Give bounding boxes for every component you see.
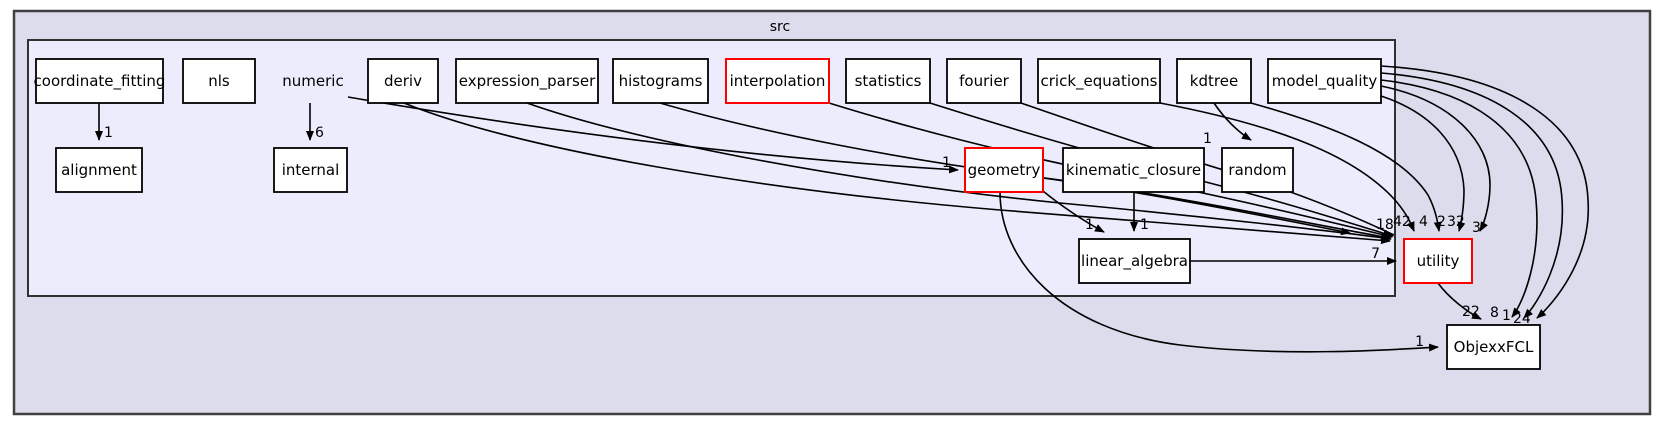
node-label-alignment: alignment bbox=[61, 161, 137, 179]
node-deriv[interactable]: deriv bbox=[367, 58, 439, 104]
edge-label-utility-ObjexxFCL: 22 bbox=[1462, 304, 1480, 320]
edge-label-kinematic_closure-linear_algebra: 1 bbox=[1140, 217, 1149, 233]
edge-label-geometry-utility: 18 bbox=[1376, 217, 1394, 233]
edge-crick_equations-utility bbox=[1159, 102, 1415, 232]
node-label-internal: internal bbox=[282, 161, 340, 179]
edge-expression_parser-utility bbox=[526, 102, 1392, 242]
edge-kdtree-random bbox=[1213, 102, 1252, 141]
node-histograms[interactable]: histograms bbox=[612, 58, 709, 104]
edge-label-model_quality-ObjexxFCL: 8 bbox=[1490, 305, 1499, 321]
edge-utility-ObjexxFCL bbox=[1437, 282, 1482, 320]
edge-label-kdtree-ObjexxFCL: 1 bbox=[1502, 308, 1511, 324]
edge-label-crick_equations-ObjexxFCL: 24 bbox=[1513, 311, 1531, 327]
node-label-interpolation: interpolation bbox=[730, 72, 826, 90]
node-internal[interactable]: internal bbox=[273, 147, 348, 193]
node-coordinate_fitting[interactable]: coordinate_fitting bbox=[34, 58, 166, 104]
edge-label-numeric-internal: 6 bbox=[315, 125, 324, 141]
edge-model_quality-utility bbox=[1380, 95, 1466, 232]
node-crick_equations[interactable]: crick_equations bbox=[1037, 58, 1161, 104]
node-label-random: random bbox=[1228, 161, 1286, 179]
edge-deriv-utility bbox=[403, 102, 1391, 245]
node-model_quality[interactable]: model_quality bbox=[1267, 58, 1382, 104]
node-utility[interactable]: utility bbox=[1403, 238, 1473, 284]
edge-label-kdtree-random: 1 bbox=[1203, 131, 1212, 147]
edge-label-histograms-utility: 2 bbox=[1437, 214, 1446, 230]
edge-layer bbox=[95, 65, 1589, 353]
node-label-crick_equations: crick_equations bbox=[1040, 72, 1157, 91]
node-nls[interactable]: nls bbox=[182, 58, 256, 104]
node-label-histograms: histograms bbox=[619, 72, 703, 90]
edge-label-geometry-linear_algebra: 1 bbox=[1085, 217, 1094, 233]
node-label-kdtree: kdtree bbox=[1190, 72, 1238, 90]
node-label-nls: nls bbox=[208, 72, 230, 90]
node-kinematic_closure[interactable]: kinematic_closure bbox=[1062, 147, 1205, 193]
edge-model_quality-ObjexxFCL bbox=[1380, 79, 1538, 318]
edge-label-linear_algebra-utility: 7 bbox=[1371, 246, 1380, 262]
edge-label-geometry-ObjexxFCL: 1 bbox=[1415, 334, 1424, 350]
node-alignment[interactable]: alignment bbox=[55, 147, 143, 193]
node-statistics[interactable]: statistics bbox=[845, 58, 931, 104]
node-label-numeric: numeric bbox=[282, 72, 343, 90]
node-random[interactable]: random bbox=[1221, 147, 1294, 193]
edge-numeric-geometry bbox=[347, 96, 959, 174]
node-geometry[interactable]: geometry bbox=[964, 147, 1044, 193]
edge-label-coordinate_fitting-alignment: 1 bbox=[104, 125, 113, 141]
edge-label-deriv-utility: 42 bbox=[1393, 214, 1411, 230]
edge-geometry-linear_algebra bbox=[1042, 190, 1105, 233]
node-label-utility: utility bbox=[1417, 252, 1460, 270]
node-kdtree[interactable]: kdtree bbox=[1176, 58, 1252, 104]
node-label-statistics: statistics bbox=[855, 72, 922, 90]
edge-geometry-ObjexxFCL bbox=[999, 191, 1439, 353]
edge-kdtree-ObjexxFCL bbox=[1380, 72, 1564, 319]
node-numeric[interactable]: numeric bbox=[282, 72, 343, 90]
node-label-deriv: deriv bbox=[384, 72, 422, 90]
edge-crick_equations-ObjexxFCL bbox=[1380, 65, 1589, 319]
node-label-model_quality: model_quality bbox=[1272, 72, 1378, 91]
edge-model_quality-utility-2 bbox=[1380, 85, 1491, 232]
edge-label-layer: 1 6 1 1 1 1 7 18 42 4 2 32 3 22 8 1 24 1 bbox=[104, 125, 1531, 350]
node-label-geometry: geometry bbox=[968, 161, 1041, 179]
edge-kdtree-utility bbox=[1250, 102, 1442, 232]
node-label-expression_parser: expression_parser bbox=[459, 72, 596, 91]
node-ObjexxFCL[interactable]: ObjexxFCL bbox=[1446, 324, 1541, 370]
edge-label-expression_parser-utility: 4 bbox=[1419, 214, 1428, 230]
node-linear_algebra[interactable]: linear_algebra bbox=[1078, 238, 1191, 284]
node-expression_parser[interactable]: expression_parser bbox=[455, 58, 599, 104]
edge-label-numeric-geometry: 1 bbox=[942, 155, 951, 171]
cluster-title-src: src bbox=[770, 19, 790, 35]
node-label-fourier: fourier bbox=[959, 72, 1010, 90]
edge-label-interpolation-utility: 32 bbox=[1447, 214, 1465, 230]
node-fourier[interactable]: fourier bbox=[946, 58, 1022, 104]
node-interpolation[interactable]: interpolation bbox=[725, 58, 830, 104]
node-label-coordinate_fitting: coordinate_fitting bbox=[34, 72, 166, 91]
node-label-ObjexxFCL: ObjexxFCL bbox=[1454, 338, 1534, 356]
edge-label-statistics-utility: 3 bbox=[1472, 220, 1481, 236]
node-label-kinematic_closure: kinematic_closure bbox=[1066, 161, 1201, 180]
node-layer: coordinate_fitting nls numeric deriv exp… bbox=[34, 58, 1541, 370]
node-label-linear_algebra: linear_algebra bbox=[1081, 252, 1188, 271]
